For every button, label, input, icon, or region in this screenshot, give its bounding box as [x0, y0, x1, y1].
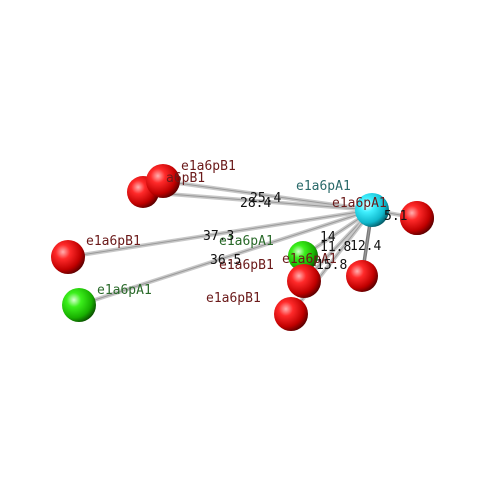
atom-a5: [288, 241, 318, 271]
distance-label-a1: 25.4: [250, 191, 281, 206]
bond-core-a2: [142, 191, 373, 211]
atom-label-a3: e1a6pB1: [86, 234, 141, 249]
atom-label-center: e1a6pA1: [296, 179, 351, 194]
atom-a1: [146, 164, 180, 198]
atom-label-center-front: e1a6pA1: [332, 196, 387, 211]
atom-label-a8: e1a6pA1: [282, 252, 337, 267]
atom-label-a2: a6pB1: [166, 171, 205, 186]
distance-label-a6: 11.8: [320, 240, 351, 255]
label-layer: e1a6pB1a6pB1e1a6pB1e1a6pA1e1a6pA1e1a6pB1…: [86, 159, 407, 306]
distance-label-a4: 36.5: [210, 253, 241, 268]
bond-core-a3: [67, 209, 373, 258]
atom-label-a1: e1a6pB1: [181, 159, 236, 174]
atom-label-a7: e1a6pB1: [206, 291, 261, 306]
atom-label-a5: e1a6pA1: [219, 234, 274, 249]
atom-a10: [400, 201, 434, 235]
bond-core-a1: [162, 180, 373, 211]
atom-a4: [62, 288, 96, 322]
distance-label-a3: 37.3: [203, 229, 234, 244]
distance-label-a7: 15.8: [316, 258, 347, 273]
atom-center: [355, 193, 389, 227]
atom-a8: [346, 260, 378, 292]
atom-a3: [51, 240, 85, 274]
atom-a7: [274, 297, 308, 331]
atom-label-a4: e1a6pA1: [97, 283, 152, 298]
distance-label-a10: 5.1: [384, 209, 407, 224]
atom-layer: [51, 164, 434, 331]
distance-label-a8: 12.4: [350, 239, 381, 254]
atom-a6: [287, 264, 321, 298]
bond-core-a4: [78, 209, 373, 306]
distance-label-a5: 14: [320, 230, 336, 245]
atom-label-a6: e1a6pB1: [219, 258, 274, 273]
distance-label-a2: 28.4: [240, 196, 271, 211]
